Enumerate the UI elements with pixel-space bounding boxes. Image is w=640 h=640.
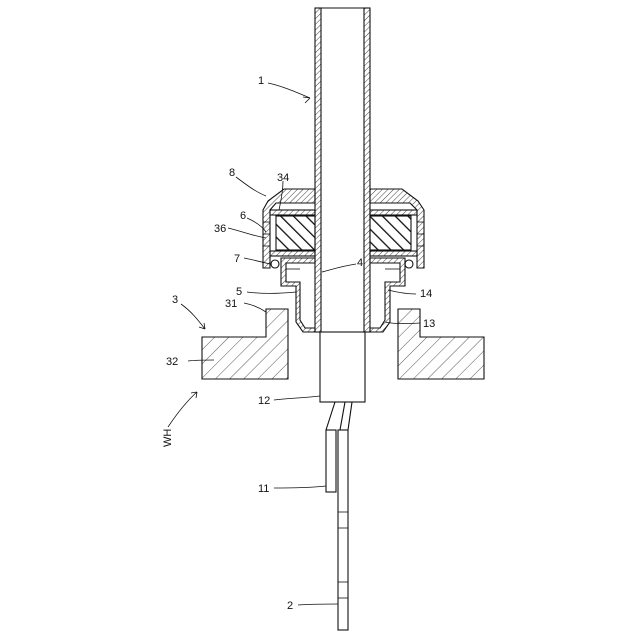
label-36: 36 <box>214 223 226 235</box>
inner-sleeve <box>281 258 405 332</box>
packing-left <box>276 216 315 250</box>
label-12: 12 <box>258 395 270 407</box>
label-14: 14 <box>420 288 432 300</box>
outer-tube <box>315 8 370 332</box>
label-6: 6 <box>240 210 246 222</box>
label-8: 8 <box>229 167 235 179</box>
packing-right <box>370 216 411 250</box>
tube-wall-right <box>364 8 370 332</box>
label-13: 13 <box>423 318 435 330</box>
label-7: 7 <box>234 253 240 265</box>
washer-plates <box>270 210 417 215</box>
label-1: 1 <box>258 75 264 87</box>
lower-washer <box>270 251 417 256</box>
label-side: WH <box>162 429 174 447</box>
lead-connector <box>326 430 336 492</box>
flat-lead <box>338 430 348 630</box>
label-5: 5 <box>236 286 242 298</box>
holder-left-half <box>202 309 288 379</box>
label-11: 11 <box>258 483 269 495</box>
label-3: 3 <box>172 294 178 306</box>
label-31: 31 <box>225 298 237 310</box>
label-34: 34 <box>277 172 289 184</box>
holder-block <box>202 309 484 379</box>
label-4: 4 <box>357 257 363 269</box>
inner-body <box>320 332 365 402</box>
label-2: 2 <box>287 600 293 612</box>
label-32: 32 <box>166 356 178 368</box>
holder-right-half <box>398 309 484 379</box>
tube-wall-left <box>315 8 321 332</box>
lead-wires <box>326 402 352 630</box>
packing <box>276 216 411 250</box>
